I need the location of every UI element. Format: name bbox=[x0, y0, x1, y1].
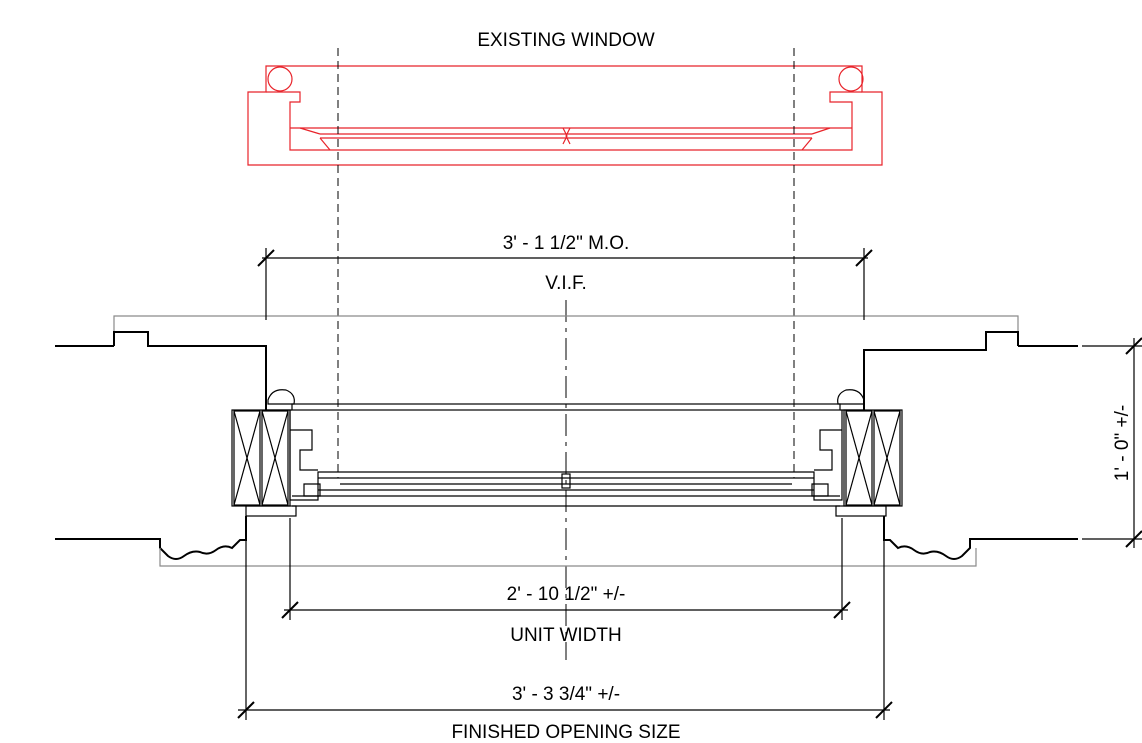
unit-width-label: UNIT WIDTH bbox=[510, 625, 622, 646]
guide-lines bbox=[337, 48, 795, 660]
existing-window-outline bbox=[247, 65, 883, 166]
existing-wall bbox=[55, 315, 1078, 567]
finished-opening-label: FINISHED OPENING SIZE bbox=[451, 722, 680, 743]
new-window-unit bbox=[231, 389, 903, 517]
finished-opening-dimension: 3' - 3 3/4" +/- bbox=[512, 684, 620, 705]
depth-dimension: 1' - 0" +/- bbox=[1112, 405, 1133, 481]
vif-label: V.I.F. bbox=[545, 273, 587, 294]
masonry-opening-dimension: 3' - 1 1/2" M.O. bbox=[503, 233, 630, 254]
dimension-unit-width bbox=[281, 518, 851, 620]
dimension-depth bbox=[1082, 337, 1142, 548]
dimension-finished-opening bbox=[237, 518, 893, 720]
dimension-masonry-opening bbox=[257, 248, 873, 320]
existing-window-label: EXISTING WINDOW bbox=[477, 30, 654, 51]
unit-width-dimension: 2' - 10 1/2" +/- bbox=[507, 584, 626, 605]
